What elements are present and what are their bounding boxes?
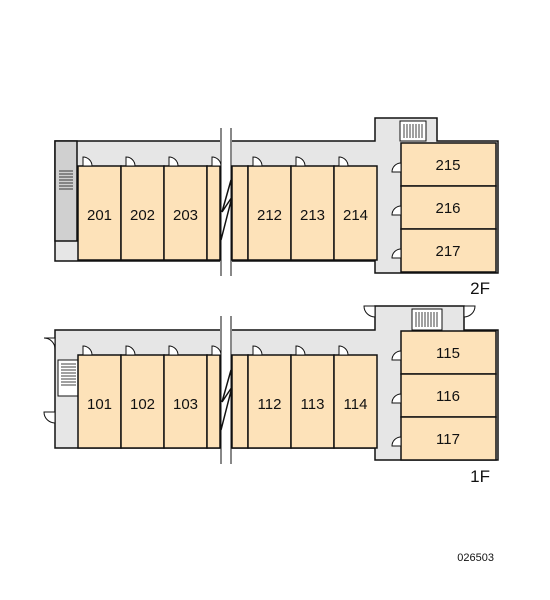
room-label: 102 xyxy=(130,396,155,413)
room-label: 112 xyxy=(258,396,282,413)
room-box-partial xyxy=(231,354,249,449)
door-swings-1f xyxy=(43,305,476,447)
stair-left-1f xyxy=(57,359,79,397)
room-box xyxy=(120,165,165,261)
room-box xyxy=(400,142,497,187)
floor-2f: 201 202 203 212 213 214 215 216 217 2F xyxy=(54,117,499,298)
room-label: 117 xyxy=(436,431,460,448)
room-box xyxy=(400,330,497,375)
room-box xyxy=(120,354,165,449)
room-label: 101 xyxy=(87,396,112,413)
room-label: 116 xyxy=(436,388,460,405)
room-box xyxy=(290,354,335,449)
room-box xyxy=(77,165,122,261)
room-box xyxy=(333,165,378,261)
room-box xyxy=(400,228,497,273)
stair-top-1f-steps xyxy=(415,312,438,327)
break-zigzag-1f xyxy=(220,369,233,431)
room-label: 114 xyxy=(344,396,368,413)
room-box-partial xyxy=(206,165,221,261)
room-label: 113 xyxy=(301,396,325,413)
door-swings-2f xyxy=(82,156,402,259)
room-label: 202 xyxy=(130,207,155,224)
room-box xyxy=(333,354,378,449)
stair-left-1f-steps xyxy=(61,363,76,386)
room-label: 216 xyxy=(435,200,460,217)
floor-label: 2F xyxy=(470,279,490,298)
room-label: 212 xyxy=(257,207,282,224)
room-label: 203 xyxy=(173,207,198,224)
floor-1f: 101 102 103 112 113 114 115 116 117 1F xyxy=(43,305,499,486)
reference-code: 026503 xyxy=(457,552,494,564)
room-label: 215 xyxy=(435,157,460,174)
room-box xyxy=(247,354,292,449)
room-box xyxy=(400,185,497,230)
room-box-partial xyxy=(206,354,221,449)
room-label: 217 xyxy=(435,243,460,260)
room-box-partial xyxy=(231,165,249,261)
room-label: 213 xyxy=(300,207,325,224)
room-label: 103 xyxy=(173,396,198,413)
break-gap-2f xyxy=(220,128,232,276)
stair-top-2f-steps xyxy=(403,124,423,138)
room-label: 201 xyxy=(87,207,112,224)
stair-left-2f xyxy=(54,140,78,242)
room-box xyxy=(290,165,335,261)
floor-label: 1F xyxy=(470,467,490,486)
stair-left-2f-steps xyxy=(59,170,73,190)
stair-top-1f xyxy=(411,308,443,331)
room-label: 115 xyxy=(436,345,460,362)
room-label: 214 xyxy=(343,207,368,224)
room-box xyxy=(163,354,208,449)
break-zigzag-2f xyxy=(220,179,233,241)
